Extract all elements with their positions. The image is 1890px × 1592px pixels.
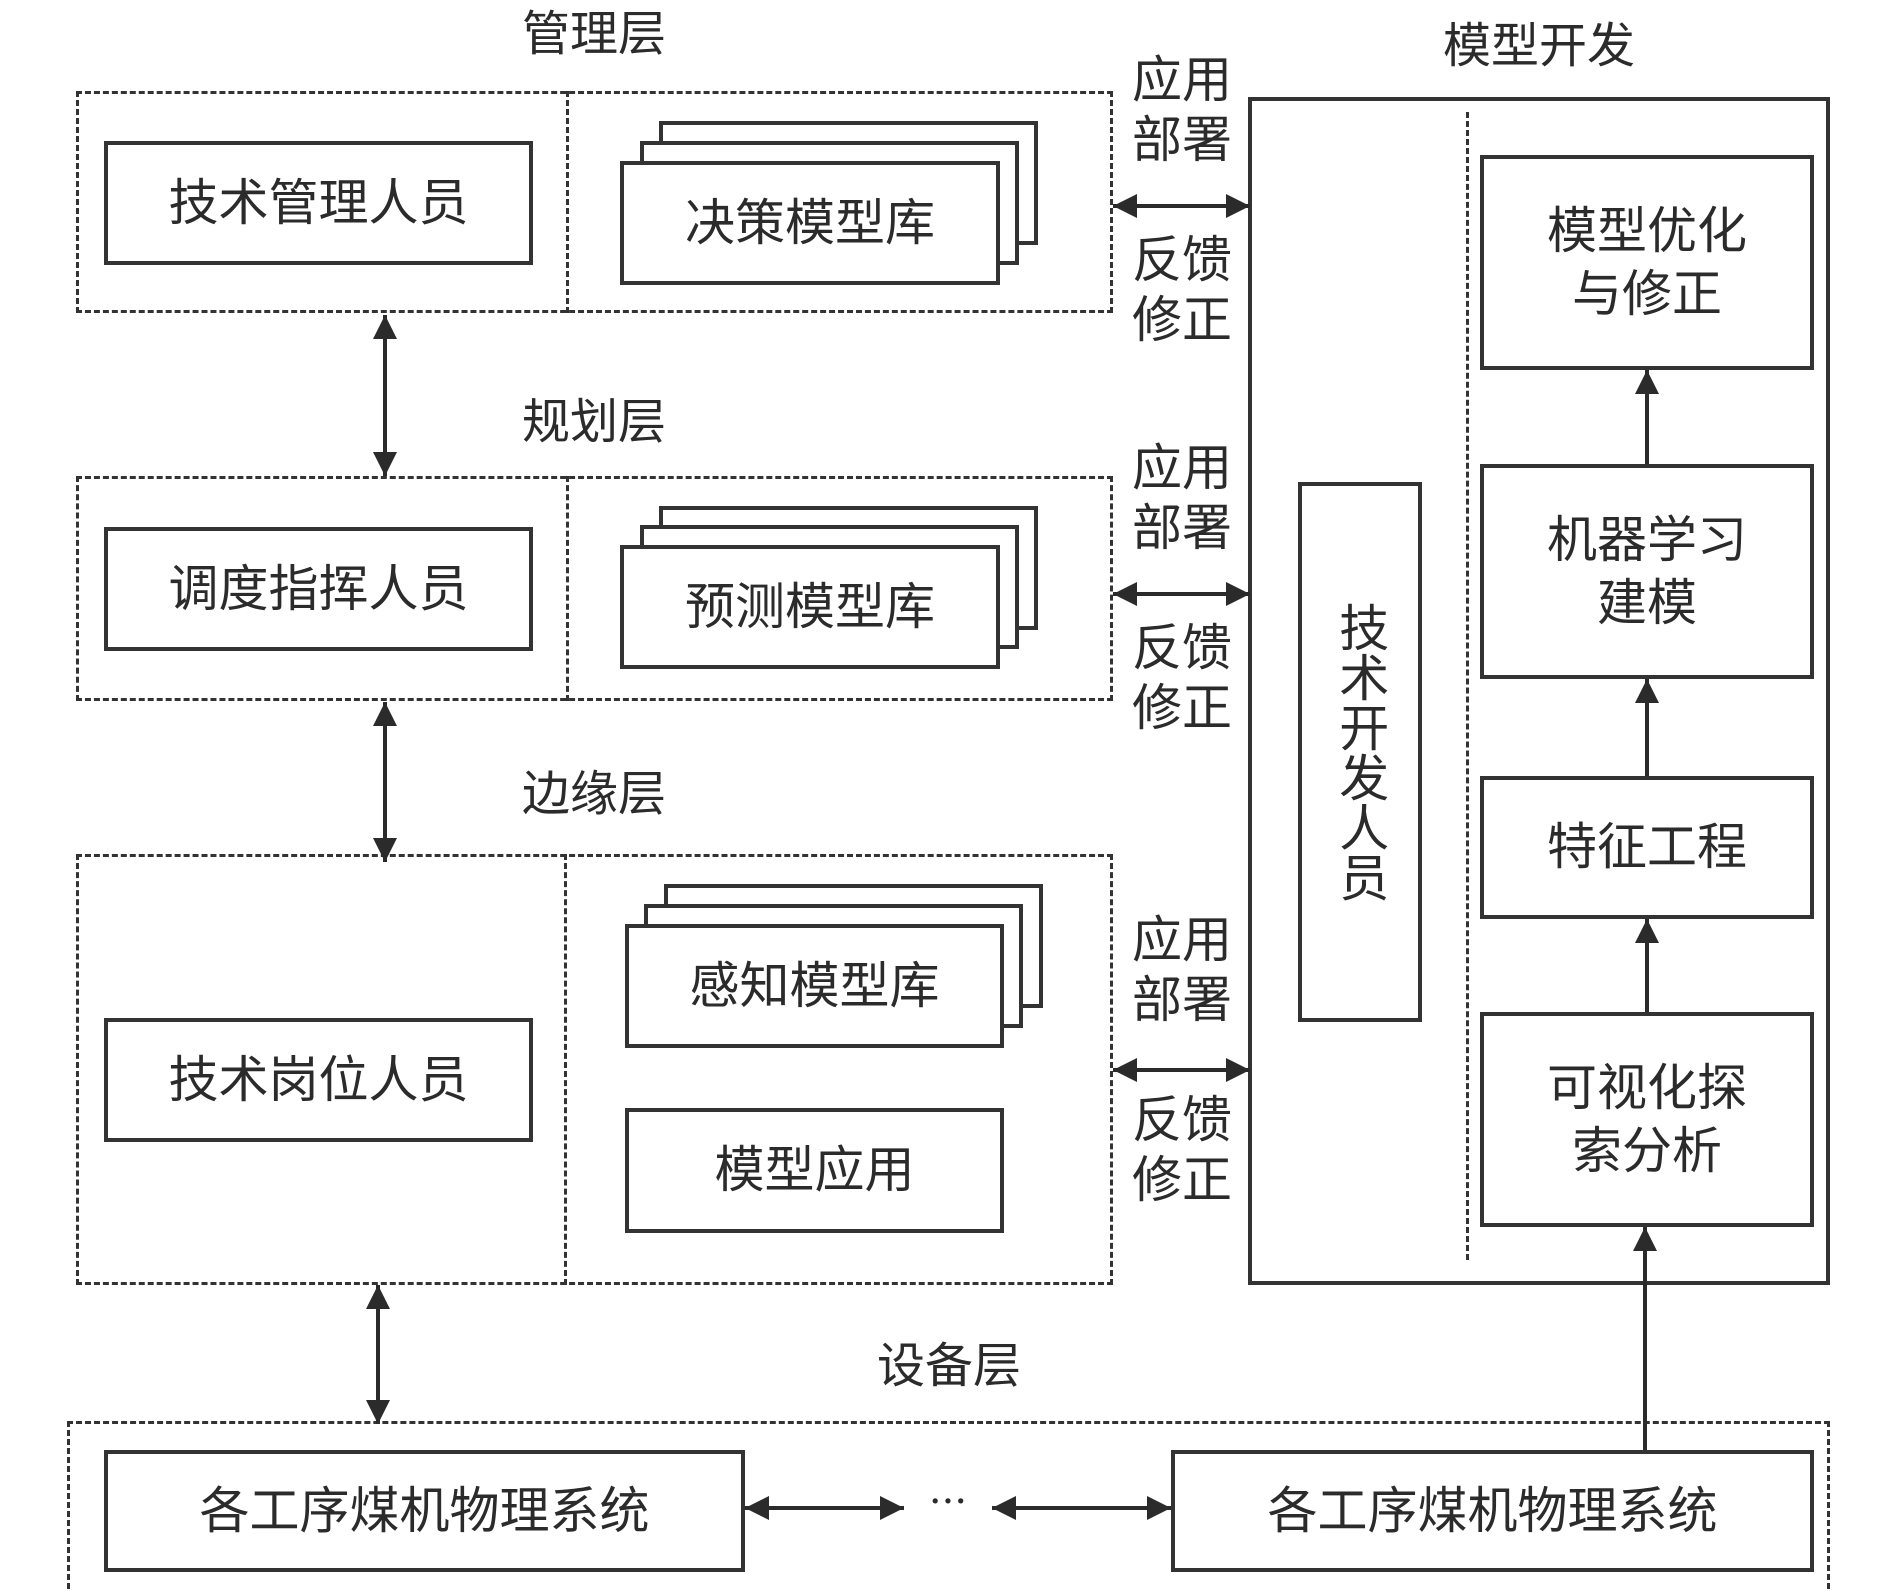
deploy-label-planning: 应用 部署 xyxy=(1132,439,1232,557)
device-layer-title: 设备层 xyxy=(876,1338,1022,1394)
deploy-label-management: 应用 部署 xyxy=(1132,51,1232,169)
model-application-box: 模型应用 xyxy=(625,1108,1004,1233)
decision-model-library: 决策模型库 xyxy=(620,161,1000,285)
model-dev-title: 模型开发 xyxy=(1442,18,1636,74)
management-layer-container xyxy=(76,91,1113,313)
edge-layer-container xyxy=(76,854,1113,1285)
management-personnel-box: 技术管理人员 xyxy=(104,141,533,265)
planning-layer-title: 规划层 xyxy=(521,394,667,450)
planning-layer-container xyxy=(76,476,1113,701)
step-visual-exploration: 可视化探 索分析 xyxy=(1480,1012,1814,1227)
perception-model-library: 感知模型库 xyxy=(625,924,1004,1048)
management-layer-title: 管理层 xyxy=(521,6,667,62)
forecast-model-library: 预测模型库 xyxy=(620,545,1000,669)
feedback-label-planning: 反馈 修正 xyxy=(1132,619,1232,737)
device-system-left: 各工序煤机物理系统 xyxy=(104,1450,745,1572)
edge-layer-title: 边缘层 xyxy=(521,766,667,822)
device-system-right: 各工序煤机物理系统 xyxy=(1171,1450,1814,1572)
feedback-label-management: 反馈 修正 xyxy=(1132,231,1232,349)
model-dev-divider xyxy=(1466,112,1469,1260)
device-ellipsis: ··· xyxy=(928,1479,968,1525)
edge-personnel-box: 技术岗位人员 xyxy=(104,1018,533,1142)
planning-layer-divider xyxy=(566,476,569,701)
developer-box: 技术开发人员 xyxy=(1298,482,1422,1022)
device-layer-container xyxy=(67,1421,1830,1592)
step-machine-learning: 机器学习 建模 xyxy=(1480,464,1814,679)
management-layer-divider xyxy=(566,91,569,313)
deploy-label-edge: 应用 部署 xyxy=(1132,911,1232,1029)
step-model-optimization: 模型优化 与修正 xyxy=(1480,155,1814,370)
step-feature-engineering: 特征工程 xyxy=(1480,776,1814,919)
model-dev-container xyxy=(1248,97,1830,1285)
edge-layer-divider xyxy=(564,854,567,1285)
feedback-label-edge: 反馈 修正 xyxy=(1132,1091,1232,1209)
planning-personnel-box: 调度指挥人员 xyxy=(104,527,533,651)
